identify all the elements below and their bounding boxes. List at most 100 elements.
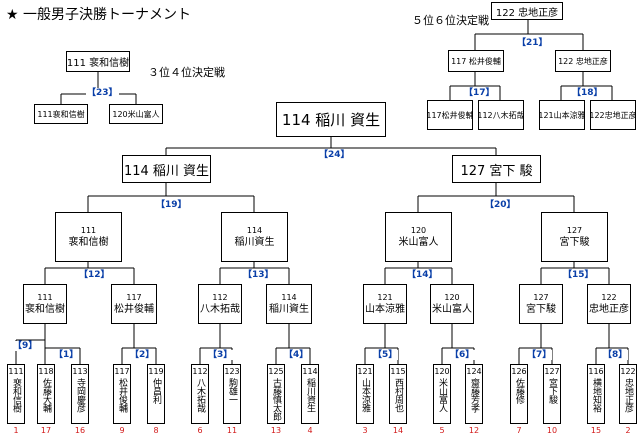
r16-num: 114 (281, 292, 297, 302)
r16-num: 111 (37, 292, 53, 302)
r16-name: 松井俊輔 (114, 303, 154, 315)
player-num: 123 (224, 367, 240, 376)
seed-number: 17 (40, 426, 52, 435)
r16-num: 127 (533, 292, 549, 302)
page-title: ★ 一般男子決勝トーナメント (6, 7, 192, 23)
player-num: 112 (192, 367, 208, 376)
third-place-winner: 111 裵和信樹 (66, 51, 130, 72)
player-name: 佐藤修 (514, 378, 524, 404)
match-label: 【19】 (155, 200, 188, 210)
player-num: 125 (268, 367, 284, 376)
player-box: 115 西村周也 (389, 364, 407, 424)
match-label: 【5】 (372, 350, 399, 360)
match-label: 【18】 (571, 88, 604, 98)
player-name: 佐藤大輔 (41, 378, 51, 412)
player-name: 山本涼雅 (360, 378, 370, 412)
r16-name: 八木拓哉 (200, 303, 240, 315)
r16-num: 117 (126, 292, 142, 302)
player-num: 120 (434, 367, 450, 376)
player-name: 忠地正彦 (623, 378, 633, 412)
seed-number: 9 (119, 426, 125, 435)
player-name: 稲川資生 (305, 378, 315, 412)
r16-name: 裵和信樹 (25, 303, 65, 315)
player-name: 西村周也 (393, 378, 403, 412)
qf-num: 127 (566, 225, 583, 235)
match-label: 【23】 (86, 88, 119, 98)
seed-number: 13 (270, 426, 282, 435)
semi-left-box: 114 稲川 資生 (122, 155, 211, 183)
player-num: 115 (390, 367, 406, 376)
r16-name: 忠地正彦 (589, 303, 629, 315)
r16-name: 宮下駿 (526, 303, 556, 315)
player-name: 古藤慎太郎 (271, 378, 281, 421)
seed-number: 11 (226, 426, 238, 435)
match-label: 【14】 (406, 270, 439, 280)
qf-name: 米山富人 (398, 236, 439, 248)
player-num: 118 (38, 367, 54, 376)
seed-number: 14 (392, 426, 404, 435)
r16-name: 山本涼雅 (365, 303, 405, 315)
player-box: 126 佐藤修 (510, 364, 528, 424)
r16-num: 112 (212, 292, 228, 302)
match-label: 【15】 (562, 270, 595, 280)
seed-number: 8 (153, 426, 159, 435)
third-place-player: 111裵和信樹 (34, 104, 88, 124)
seed-number: 6 (197, 426, 203, 435)
match-label: 【1】 (53, 350, 80, 360)
match-label: 【6】 (449, 350, 476, 360)
match-label: 【21】 (516, 38, 549, 48)
fifth-place-player: 112八木拓哉 (478, 100, 524, 130)
player-num: 113 (72, 367, 88, 376)
seed-number: 3 (362, 426, 368, 435)
semi-right-box: 127 宮下 駿 (452, 155, 541, 183)
fifth-place-semi: 117 松井俊輔 (448, 50, 504, 72)
player-num: 121 (357, 367, 373, 376)
match-label: 【9】 (12, 341, 39, 351)
player-name: 齋藤芳孝 (469, 378, 479, 412)
match-label: 【7】 (526, 350, 553, 360)
qf-num: 114 (246, 225, 263, 235)
fifth-place-winner: 122 忠地正彦 (491, 2, 563, 20)
player-num: 124 (466, 367, 482, 376)
player-name: 裵和信樹 (11, 378, 21, 412)
third-place-player: 120米山富人 (109, 104, 163, 124)
player-num: 122 (620, 367, 636, 376)
r16-num: 120 (444, 292, 460, 302)
qf-name: 稲川資生 (234, 236, 275, 248)
qf-name: 宮下駿 (559, 236, 590, 248)
qf-name: 裵和信樹 (68, 236, 109, 248)
champion-box: 114 稲川 資生 (276, 102, 386, 137)
player-name: 宮下駿 (547, 378, 557, 404)
seed-number: 5 (439, 426, 445, 435)
player-name: 横地知裕 (591, 378, 601, 412)
player-box: 118 佐藤大輔 (37, 364, 55, 424)
seed-number: 15 (590, 426, 602, 435)
seed-number: 2 (625, 426, 631, 435)
player-num: 127 (544, 367, 560, 376)
qf-num: 111 (80, 225, 97, 235)
player-num: 126 (511, 367, 527, 376)
fifth-place-player: 117松井俊輔 (427, 100, 473, 130)
fifth-place-player: 121山本涼雅 (539, 100, 585, 130)
player-box: 121 山本涼雅 (356, 364, 374, 424)
match-label: 【24】 (318, 150, 351, 160)
player-num: 119 (148, 367, 164, 376)
match-label: 【17】 (463, 88, 496, 98)
